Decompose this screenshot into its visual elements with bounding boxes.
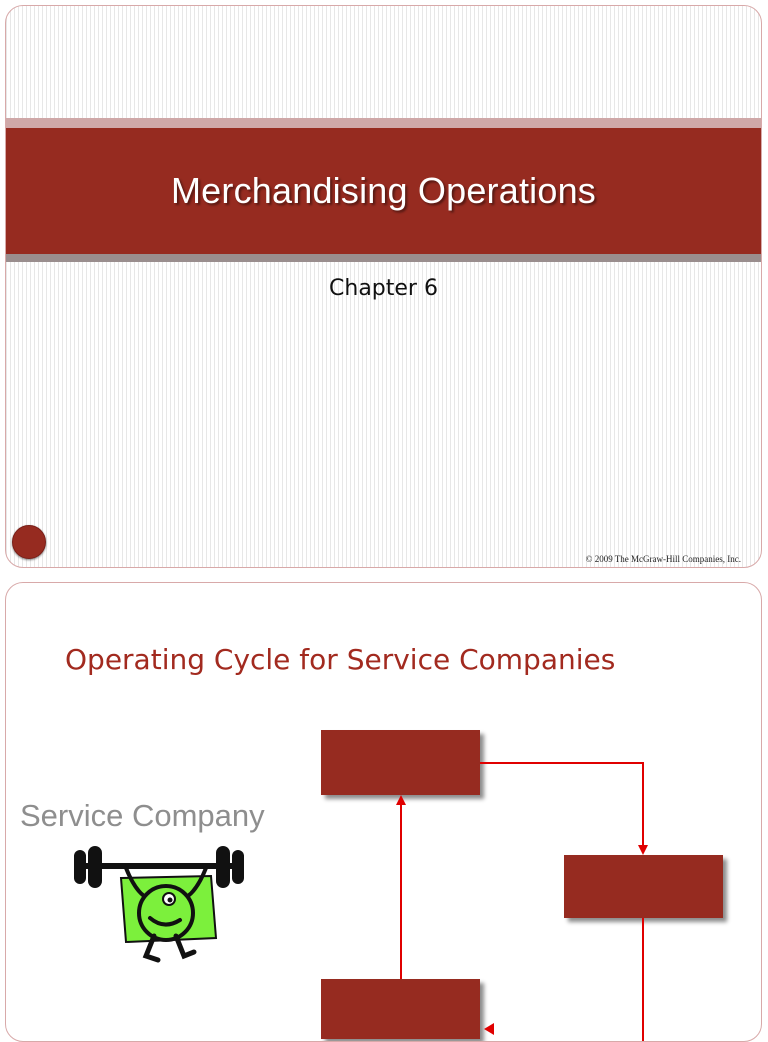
copyright-notice: © 2009 The McGraw-Hill Companies, Inc. [585,554,741,564]
title-slide: Merchandising Operations Chapter 6 © 200… [5,5,762,568]
slide-circle-marker [12,525,46,559]
arrow-top-to-right [480,762,648,855]
cycle-box-right [564,855,723,918]
bottom-accent-strip [6,254,761,262]
cycle-box-top [321,730,480,795]
arrowhead-bottom [484,1023,494,1035]
top-accent-strip [6,118,761,128]
weightlifter-icon [74,846,244,963]
slide-subtitle: Chapter 6 [329,276,438,301]
title-band: Merchandising Operations [6,128,761,254]
service-company-label: Service Company [20,798,265,833]
slide-title: Merchandising Operations [170,170,597,211]
cycle-arrows [396,762,648,1041]
slide-title: Operating Cycle for Service Companies [65,643,616,676]
operating-cycle-slide: Operating Cycle for Service Companies Se… [5,582,762,1042]
